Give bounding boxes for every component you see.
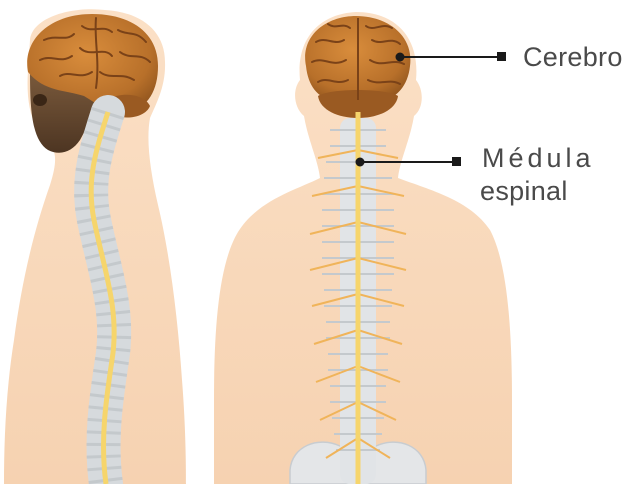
brain-leader-square: [497, 52, 506, 61]
spinal-cord-label-line1: Médula: [482, 145, 595, 172]
side-view-figure: [4, 9, 186, 484]
brain-label: Cerebro: [523, 44, 623, 71]
spinal-cord-label-line2: espinal: [480, 178, 568, 205]
back-view-figure: [214, 12, 512, 484]
spinal-cord-leader-square: [452, 157, 461, 166]
side-eye-socket: [33, 94, 47, 106]
